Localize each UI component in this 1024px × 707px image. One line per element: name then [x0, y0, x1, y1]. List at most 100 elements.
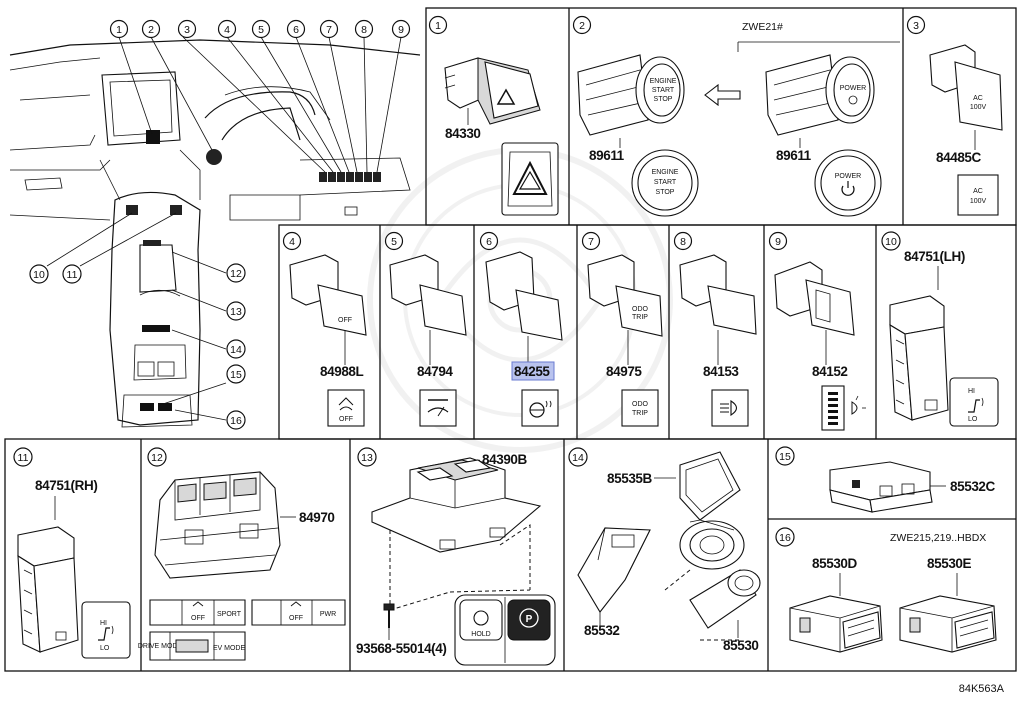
callout-14: 14 [226, 339, 246, 359]
svg-text:3: 3 [184, 24, 190, 36]
callout-2: 2 [141, 19, 161, 39]
svg-text:15: 15 [230, 369, 242, 381]
console-switch-assembly [154, 471, 281, 579]
part-number-84794: 84794 [417, 364, 453, 379]
callout-12: 12 [226, 263, 246, 283]
callout-7: 7 [319, 19, 339, 39]
panel-6: 6 84255 [479, 231, 563, 427]
panel-7: 7 ODO TRIP 84975 ODO TRIP [581, 231, 663, 427]
part-number-84153: 84153 [703, 364, 739, 379]
panel-9: 9 84152 [768, 231, 866, 431]
callout-8: 8 [354, 19, 374, 39]
figure-code: 84K563A [959, 683, 1005, 695]
svg-text:POWER: POWER [840, 85, 866, 92]
panel-15: 15 85532C [775, 446, 996, 513]
svg-text:START: START [652, 87, 675, 94]
callout-4: 4 [217, 19, 237, 39]
callout-10: 10 [29, 264, 49, 284]
panel-2-number: 2 [579, 20, 585, 32]
part-number-85530D: 85530D [812, 556, 858, 571]
svg-text:ENGINE: ENGINE [652, 169, 679, 176]
svg-text:11: 11 [67, 269, 78, 281]
part-number-84751-RH: 84751(RH) [35, 478, 97, 493]
panel-9-number: 9 [775, 236, 781, 248]
panel-13-number: 13 [361, 452, 373, 464]
svg-text:PWR: PWR [320, 611, 336, 618]
dimmer-scale-icon [828, 392, 838, 425]
arrow-left-icon [704, 83, 741, 107]
panel-7-number: 7 [588, 236, 594, 248]
switch-face-1: OFF SPORT [149, 599, 246, 626]
svg-text:STOP: STOP [654, 96, 673, 103]
panel-8: 8 84153 [673, 231, 757, 427]
outlet-cover [679, 451, 745, 570]
ac-outlet-switch: AC 100V [929, 44, 1003, 131]
part-number-85535B: 85535B [607, 471, 653, 486]
svg-text:5: 5 [258, 24, 264, 36]
seat-heater-icon [968, 397, 984, 413]
hazard-switch [444, 57, 541, 125]
panel-3: 3 AC 100V 84485C AC 100V [906, 15, 1003, 216]
svg-text:12: 12 [230, 268, 242, 280]
part-number-84255: 84255 [514, 364, 550, 379]
rear-wiper-icon [427, 399, 449, 417]
svg-text:8: 8 [361, 24, 367, 36]
panel-16: 16 ZWE215,219..HBDX 85530D 85530E [775, 527, 997, 653]
panel-5: 5 84794 [384, 231, 467, 427]
panel-4-number: 4 [289, 236, 295, 248]
svg-text:6: 6 [293, 24, 299, 36]
part-number-84485C: 84485C [936, 150, 982, 165]
variant-label-16: ZWE215,219..HBDX [890, 532, 986, 544]
panel-12: 12 84970 OFF SPORT OFF [138, 447, 346, 661]
part-number-84390B: 84390B [482, 452, 528, 467]
hold-icon [473, 610, 489, 626]
power-switch: POWER [765, 54, 875, 136]
svg-text:13: 13 [230, 306, 242, 318]
switch-face-2: OFF PWR [251, 599, 346, 626]
bolt-icon [383, 603, 395, 628]
panel-2: 2 ZWE21# ENGINE START STOP 89611 ENGINE … [572, 15, 900, 217]
part-number-85530E: 85530E [927, 556, 972, 571]
svg-text:ODO: ODO [632, 306, 649, 313]
hold-parking-face: HOLD P [454, 594, 556, 666]
svg-text:TRIP: TRIP [632, 314, 648, 321]
svg-text:SPORT: SPORT [217, 611, 242, 618]
svg-text:POWER: POWER [835, 173, 861, 180]
svg-text:TRIP: TRIP [632, 410, 648, 417]
panel-14-number: 14 [572, 452, 584, 464]
part-number-84970: 84970 [299, 510, 335, 525]
callout-1: 1 [109, 19, 129, 39]
part-number-84988L: 84988L [320, 364, 364, 379]
panel-10: 10 84751(LH) HI LO [881, 231, 999, 427]
svg-text:10: 10 [33, 269, 45, 281]
callout-11: 11 [62, 264, 82, 284]
part-number-85532C: 85532C [950, 479, 996, 494]
panel-5-number: 5 [391, 236, 397, 248]
svg-text:9: 9 [398, 24, 404, 36]
svg-text:DRIVE MODE: DRIVE MODE [138, 643, 183, 650]
switch-face-3: DRIVE MODE EV MODE [138, 631, 246, 661]
svg-text:1: 1 [116, 24, 122, 36]
callout-3: 3 [177, 19, 197, 39]
svg-text:P: P [526, 614, 533, 625]
panel-3-number: 3 [913, 20, 919, 32]
svg-text:START: START [654, 179, 677, 186]
part-number-84330: 84330 [445, 126, 481, 141]
callout-16: 16 [226, 410, 246, 430]
svg-text:HI: HI [968, 388, 975, 395]
svg-text:HOLD: HOLD [471, 631, 490, 638]
svg-text:AC: AC [973, 188, 983, 195]
svg-text:STOP: STOP [656, 189, 675, 196]
console-plate [829, 461, 933, 513]
panel-16-number: 16 [779, 532, 791, 544]
switch-row [319, 172, 381, 182]
svg-text:OFF: OFF [289, 615, 303, 622]
svg-text:100V: 100V [970, 104, 987, 111]
callout-6: 6 [286, 19, 306, 39]
ac-outlet-right [899, 595, 997, 653]
svg-text:ODO: ODO [632, 401, 649, 408]
svg-text:4: 4 [224, 24, 230, 36]
traction-off-icon [338, 397, 354, 411]
panel-11: 11 84751(RH) HI LO [13, 447, 131, 659]
